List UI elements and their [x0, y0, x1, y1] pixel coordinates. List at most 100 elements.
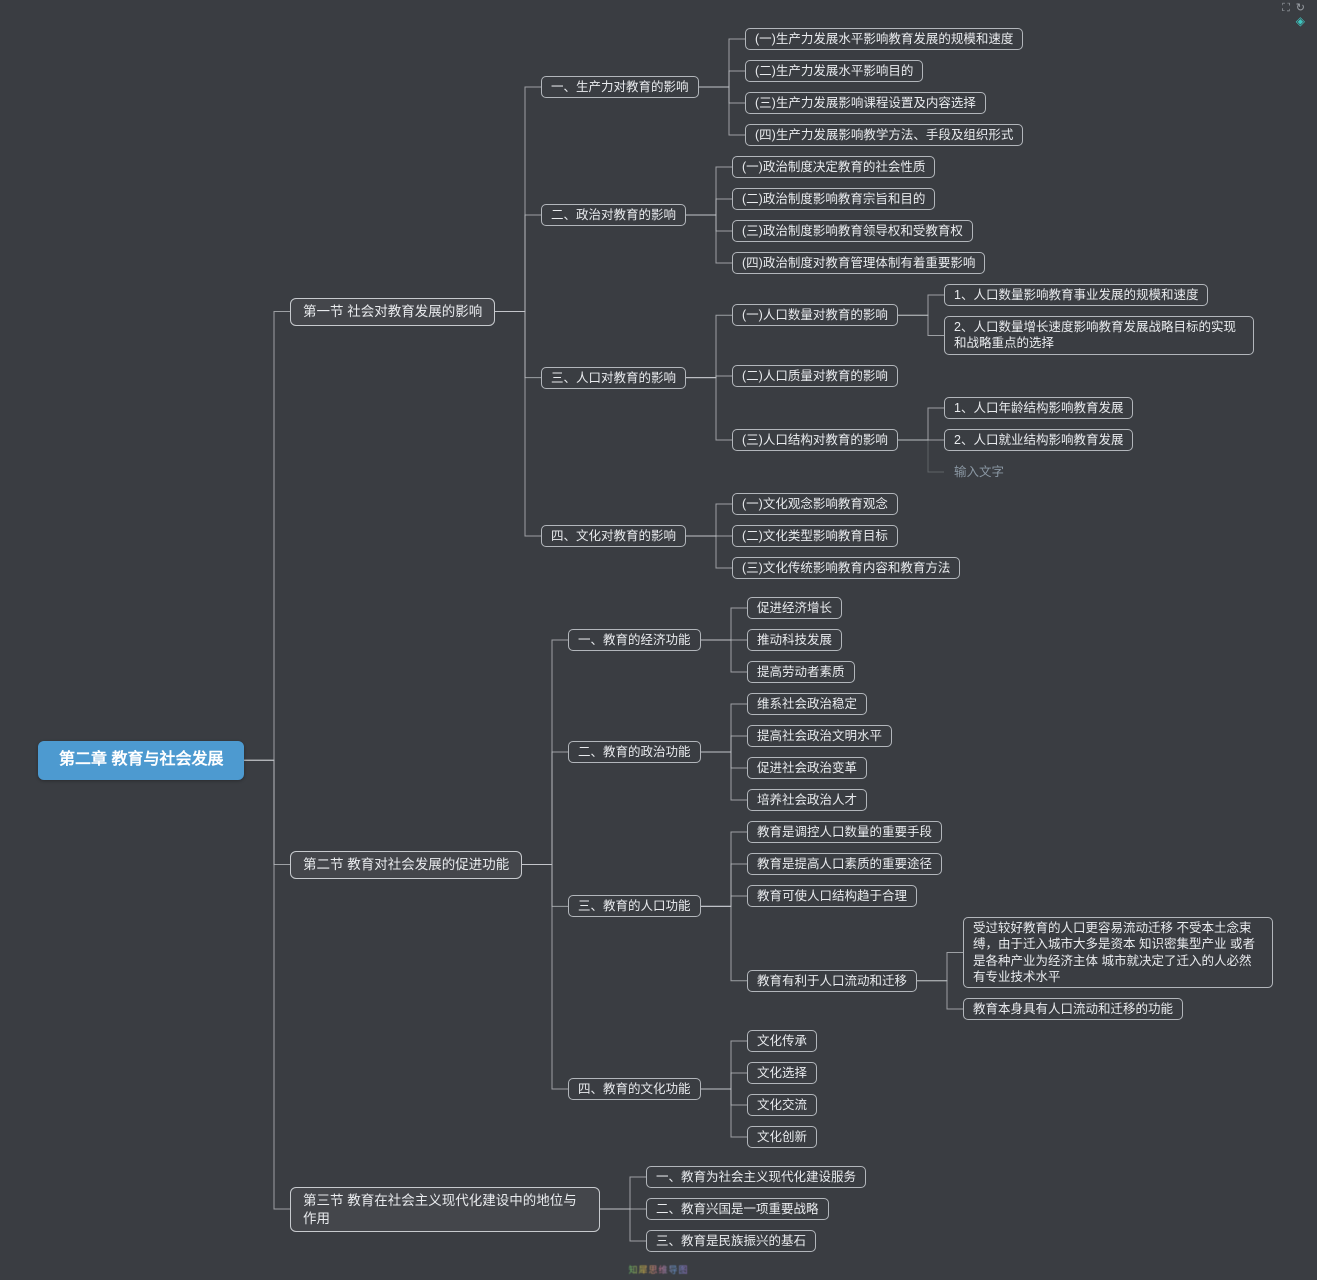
topic-node[interactable]: 四、文化对教育的影响: [541, 525, 687, 548]
connector-line: [495, 311, 541, 537]
connector-line: [686, 214, 732, 264]
connector-line: [701, 863, 747, 907]
topic-node[interactable]: 2、人口数量增长速度影响教育发展战略目标的实现和战略重点的选择: [944, 316, 1254, 355]
connector-line: [686, 166, 732, 216]
topic-node[interactable]: 教育是提高人口素质的重要途径: [747, 853, 943, 876]
topic-node[interactable]: 二、教育的政治功能: [568, 741, 701, 764]
connector-line: [699, 86, 745, 104]
section-node[interactable]: 第二节 教育对社会发展的促进功能: [290, 851, 523, 879]
topic-node[interactable]: 文化交流: [747, 1094, 818, 1117]
topic-node[interactable]: 教育是调控人口数量的重要手段: [747, 821, 943, 844]
connector-line: [898, 407, 944, 441]
connector-line: [495, 311, 541, 379]
connector-line: [686, 214, 732, 232]
connector-line: [699, 38, 745, 88]
topic-node[interactable]: (三)人口结构对教育的影响: [732, 429, 898, 452]
topic-node[interactable]: 1、人口数量影响教育事业发展的规模和速度: [944, 284, 1209, 307]
topic-node[interactable]: 二、教育兴国是一项重要战略: [646, 1198, 829, 1221]
topic-node[interactable]: (一)文化观念影响教育观念: [732, 493, 898, 516]
topic-node[interactable]: (二)生产力发展水平影响目的: [745, 60, 924, 83]
section-node[interactable]: 第一节 社会对教育发展的影响: [290, 298, 496, 326]
topic-node[interactable]: 一、教育的经济功能: [568, 629, 701, 652]
connector-line: [686, 503, 732, 537]
topic-node[interactable]: 一、教育为社会主义现代化建设服务: [646, 1166, 867, 1189]
connector-line: [686, 314, 732, 379]
topic-node[interactable]: 促进社会政治变革: [747, 757, 868, 780]
topic-node[interactable]: 文化传承: [747, 1030, 818, 1053]
topic-node[interactable]: 维系社会政治稳定: [747, 693, 868, 716]
connector-line: [917, 980, 963, 1010]
redo-icon[interactable]: ↻: [1295, 2, 1305, 14]
connector-line: [244, 311, 290, 761]
connector-line: [522, 751, 568, 865]
fullscreen-icon[interactable]: ⛶: [1282, 2, 1290, 14]
topic-node[interactable]: 教育有利于人口流动和迁移: [747, 970, 918, 993]
topic-node[interactable]: 三、人口对教育的影响: [541, 367, 687, 390]
connector-line: [898, 314, 944, 336]
topic-node[interactable]: 教育可使人口结构趋于合理: [747, 885, 918, 908]
ghost-node[interactable]: 输入文字: [954, 465, 1005, 479]
connector-line: [699, 86, 745, 136]
topic-node[interactable]: 二、政治对教育的影响: [541, 204, 687, 227]
node-add-icon[interactable]: ◈: [1295, 14, 1305, 28]
topic-node[interactable]: 提高社会政治文明水平: [747, 725, 893, 748]
connector-line: [600, 1208, 646, 1242]
topic-node[interactable]: 三、教育是民族振兴的基石: [646, 1230, 817, 1253]
connector-line: [522, 864, 568, 1090]
topic-node[interactable]: 推动科技发展: [747, 629, 843, 652]
topic-node[interactable]: (二)政治制度影响教育宗旨和目的: [732, 188, 936, 211]
topic-node[interactable]: 文化创新: [747, 1126, 818, 1149]
connector-line: [701, 1040, 747, 1090]
topic-node[interactable]: 教育本身具有人口流动和迁移的功能: [963, 998, 1184, 1021]
connector-line: [701, 1088, 747, 1106]
toolbar: ⛶ ↻ ◈: [1282, 2, 1305, 27]
watermark: 知犀思维导图: [628, 1265, 689, 1275]
topic-node[interactable]: (一)人口数量对教育的影响: [732, 304, 898, 327]
connector-line: [701, 751, 747, 801]
section-node[interactable]: 第三节 教育在社会主义现代化建设中的地位与作用: [290, 1187, 600, 1233]
connector-line: [244, 759, 290, 1210]
topic-node[interactable]: (一)生产力发展水平影响教育发展的规模和速度: [745, 28, 1024, 51]
connector-line: [701, 703, 747, 753]
connector-line: [701, 831, 747, 907]
connector-line: [701, 905, 747, 982]
connector-line: [244, 759, 290, 865]
connector-line: [701, 607, 747, 641]
connector-line: [701, 1088, 747, 1138]
topic-node[interactable]: 四、教育的文化功能: [568, 1078, 701, 1101]
topic-node[interactable]: (三)政治制度影响教育领导权和受教育权: [732, 220, 973, 243]
topic-node[interactable]: 促进经济增长: [747, 597, 843, 620]
topic-node[interactable]: (三)生产力发展影响课程设置及内容选择: [745, 92, 986, 115]
connector-line: [701, 1072, 747, 1090]
topic-node[interactable]: (二)文化类型影响教育目标: [732, 525, 898, 548]
connector-line: [701, 735, 747, 753]
connector-line: [686, 535, 732, 569]
connector-line: [898, 294, 944, 316]
topic-node[interactable]: 2、人口就业结构影响教育发展: [944, 429, 1134, 452]
connector-line: [686, 198, 732, 216]
root-node[interactable]: 第二章 教育与社会发展: [38, 741, 245, 780]
topic-node[interactable]: (三)文化传统影响教育内容和教育方法: [732, 557, 961, 580]
topic-node[interactable]: (一)政治制度决定教育的社会性质: [732, 156, 936, 179]
connector-line: [495, 86, 541, 312]
topic-node[interactable]: 受过较好教育的人口更容易流动迁移 不受本土念束缚，由于迁入城市大多是资本 知识密…: [963, 917, 1273, 988]
connector-line: [898, 439, 944, 473]
topic-node[interactable]: 一、生产力对教育的影响: [541, 76, 699, 99]
topic-node[interactable]: 提高劳动者素质: [747, 661, 855, 684]
connector-line: [701, 751, 747, 769]
topic-node[interactable]: (四)政治制度对教育管理体制有着重要影响: [732, 252, 986, 275]
topic-node[interactable]: 1、人口年龄结构影响教育发展: [944, 397, 1134, 420]
topic-node[interactable]: (二)人口质量对教育的影响: [732, 365, 898, 388]
topic-node[interactable]: 文化选择: [747, 1062, 818, 1085]
connector-line: [522, 864, 568, 907]
connector-line: [701, 639, 747, 673]
connector-line: [701, 895, 747, 907]
topic-node[interactable]: 三、教育的人口功能: [568, 895, 701, 918]
connector-line: [495, 214, 541, 312]
topic-node[interactable]: (四)生产力发展影响教学方法、手段及组织形式: [745, 124, 1024, 147]
toolbar-row: ⛶ ↻: [1282, 2, 1305, 14]
connector-line: [600, 1176, 646, 1210]
topic-node[interactable]: 培养社会政治人才: [747, 789, 868, 812]
